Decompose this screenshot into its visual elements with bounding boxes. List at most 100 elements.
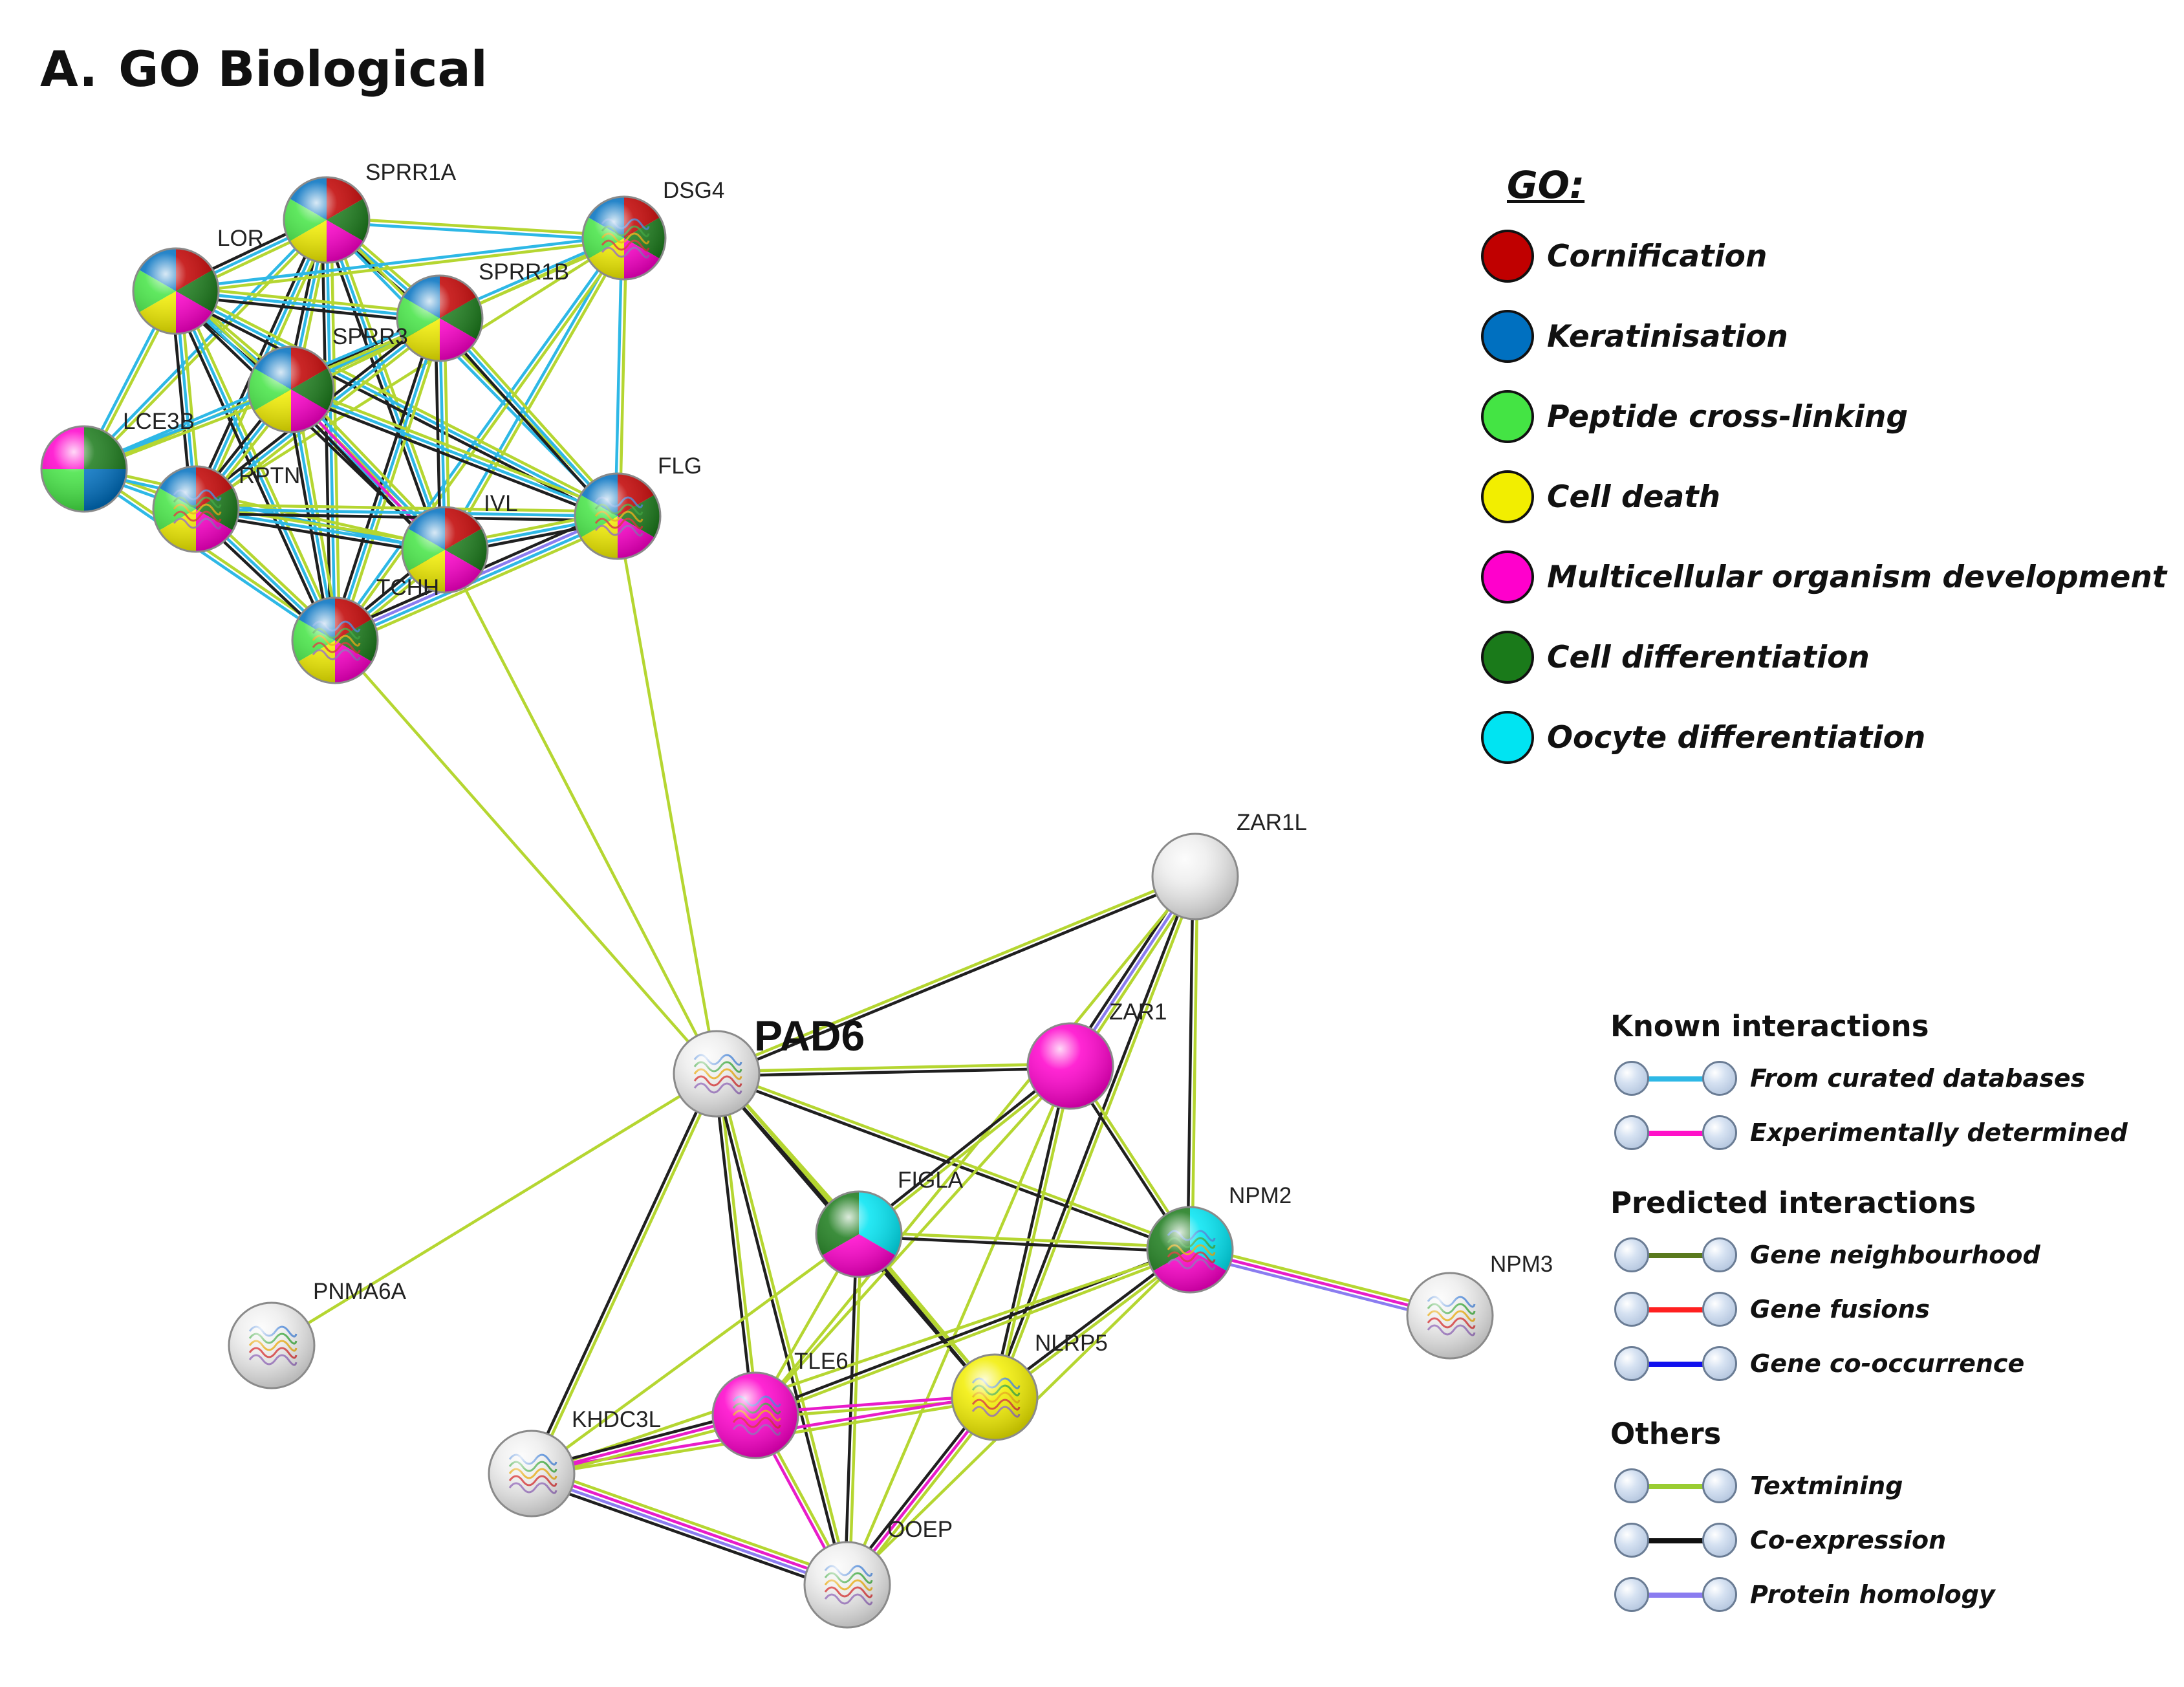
keratinisation-swatch (1481, 310, 1534, 363)
node-lce3b[interactable]: LCE3B (40, 409, 195, 513)
edge-zar1-tle6 (753, 1064, 1072, 1417)
edge-line-textmining (445, 237, 628, 552)
edge-line-textmining (530, 1248, 1192, 1475)
node-tchh[interactable]: TCHH (291, 575, 439, 684)
edge-sample (1614, 1235, 1737, 1274)
node-zar1l[interactable]: ZAR1L (1151, 810, 1307, 920)
edge-padi6-khdc3l (528, 1071, 720, 1476)
node-ball-icon (1702, 1346, 1737, 1381)
node-label: FLG (658, 453, 702, 479)
go-legend-label: Multicellular organism development (1547, 559, 2167, 595)
edge-padi6-tle6 (713, 1072, 759, 1417)
node-dsg4[interactable]: DSG4 (581, 178, 724, 281)
node-label: TLE6 (794, 1349, 849, 1374)
go-legend-item-cell-death: Cell death (1481, 457, 2179, 537)
go-legend-label: Cornification (1547, 238, 1768, 274)
legend-item-gene-fusions: Gene fusions (1610, 1282, 2167, 1336)
edge-line-textmining (618, 236, 628, 518)
edge-padi6-flg (616, 514, 719, 1076)
node-ball-icon (1614, 1346, 1649, 1381)
edge-line-coexpression (528, 1071, 717, 1474)
node-flg[interactable]: FLG (574, 453, 702, 560)
legend-item-curated-databases: From curated databases (1610, 1051, 2167, 1105)
edge-line-textmining (995, 1065, 1074, 1400)
node-label: SPRR1A (365, 160, 457, 185)
node-label: IVL (484, 491, 518, 516)
edge-line-textmining (329, 218, 341, 642)
node-ball-icon (1702, 1292, 1737, 1327)
node-tle6[interactable]: TLE6 (711, 1349, 849, 1459)
edge-line-textmining (1189, 1243, 1453, 1313)
node-gloss (1151, 833, 1239, 920)
edge-sample-line (1632, 1538, 1719, 1543)
node-npm3[interactable]: NPM3 (1406, 1252, 1553, 1360)
edge-zar1-nlrp5 (991, 1063, 1074, 1400)
node-label: LOR (217, 226, 264, 251)
edge-dsg4-flg (614, 236, 628, 518)
node-ball-icon (1702, 1468, 1737, 1503)
node-rptn[interactable]: RPTN (152, 463, 300, 553)
go-legend-label: Cell differentiation (1547, 639, 1870, 675)
node-ivl[interactable]: IVL (401, 491, 518, 594)
edge-sample-line (1632, 1307, 1719, 1312)
node-gloss (228, 1301, 316, 1389)
edge-line-curated (81, 469, 336, 644)
node-gloss (247, 345, 335, 433)
edge-line-coexpression (713, 1072, 847, 1587)
node-figla[interactable]: FIGLA (815, 1168, 964, 1278)
edge-line-coexpression (174, 294, 441, 325)
edge-sample (1614, 1290, 1737, 1329)
edge-line-textmining (338, 318, 446, 644)
edge-line-coexpression (288, 392, 618, 522)
node-sprr1b[interactable]: SPRR1B (396, 259, 569, 362)
node-ball-icon (1614, 1577, 1649, 1612)
edge-line-curated (331, 235, 624, 641)
edge-line-curated (614, 236, 623, 518)
known-interactions-heading: Known interactions (1610, 1009, 1929, 1043)
node-gloss (951, 1353, 1039, 1441)
edge-sprr3-flg (288, 384, 621, 522)
edge-line-coexpression (1186, 875, 1195, 1252)
edge-line-textmining (291, 384, 621, 514)
node-zar1[interactable]: ZAR1 (1026, 999, 1167, 1110)
node-ball-icon (1702, 1577, 1737, 1612)
node-npm2[interactable]: NPM2 (1146, 1183, 1292, 1294)
edge-line-textmining (753, 1064, 1072, 1417)
node-sprr3[interactable]: SPRR3 (247, 324, 408, 433)
node-label: SPRR1B (479, 259, 569, 285)
node-padi6[interactable]: PAD6 (673, 1012, 865, 1118)
legend-item-label: Gene co-occurrence (1750, 1349, 2025, 1378)
go-legend-heading: GO: (1507, 163, 1585, 207)
go-legend-item-oocyte-differentiation: Oocyte differentiation (1481, 697, 2179, 778)
edge-line-coexpression (856, 1063, 1071, 1234)
cell-death-swatch (1481, 470, 1534, 523)
node-label: NLRP5 (1035, 1331, 1108, 1356)
node-khdc3l[interactable]: KHDC3L (488, 1407, 661, 1518)
edge-line-textmining (176, 285, 622, 514)
node-sprr1a[interactable]: SPRR1A (283, 160, 457, 264)
node-lor[interactable]: LOR (132, 226, 264, 335)
edge-padi6-tchh (333, 638, 719, 1076)
edge-line-textmining (175, 239, 626, 295)
edge-padi6-zar1 (715, 1062, 1072, 1078)
node-ball-icon (1702, 1115, 1737, 1150)
predicted-interactions-group: Predicted interactions Gene neighbourhoo… (1610, 1186, 2167, 1391)
node-pnma6a[interactable]: PNMA6A (228, 1279, 407, 1389)
edge-line-coexpression (716, 876, 1198, 1078)
panel-title: A.GO Biological (40, 40, 488, 98)
node-label: TCHH (376, 575, 439, 600)
edge-padi6-zar1l (714, 873, 1198, 1078)
multicellular-development-swatch (1481, 550, 1534, 604)
node-nlrp5[interactable]: NLRP5 (951, 1331, 1108, 1441)
edge-line-curated (325, 221, 626, 242)
node-gloss (673, 1030, 761, 1118)
edge-padi6-pnma6a (270, 1072, 719, 1347)
node-ooep[interactable]: OOEP (803, 1517, 953, 1629)
go-legend-item-keratinisation: Keratinisation (1481, 296, 2179, 376)
edge-line-curated (325, 218, 447, 552)
edge-line-textmining (858, 1066, 1074, 1237)
edge-line-textmining (194, 503, 620, 514)
edge-line-coexpression (991, 1063, 1070, 1399)
panel-letter: A. (40, 40, 98, 98)
